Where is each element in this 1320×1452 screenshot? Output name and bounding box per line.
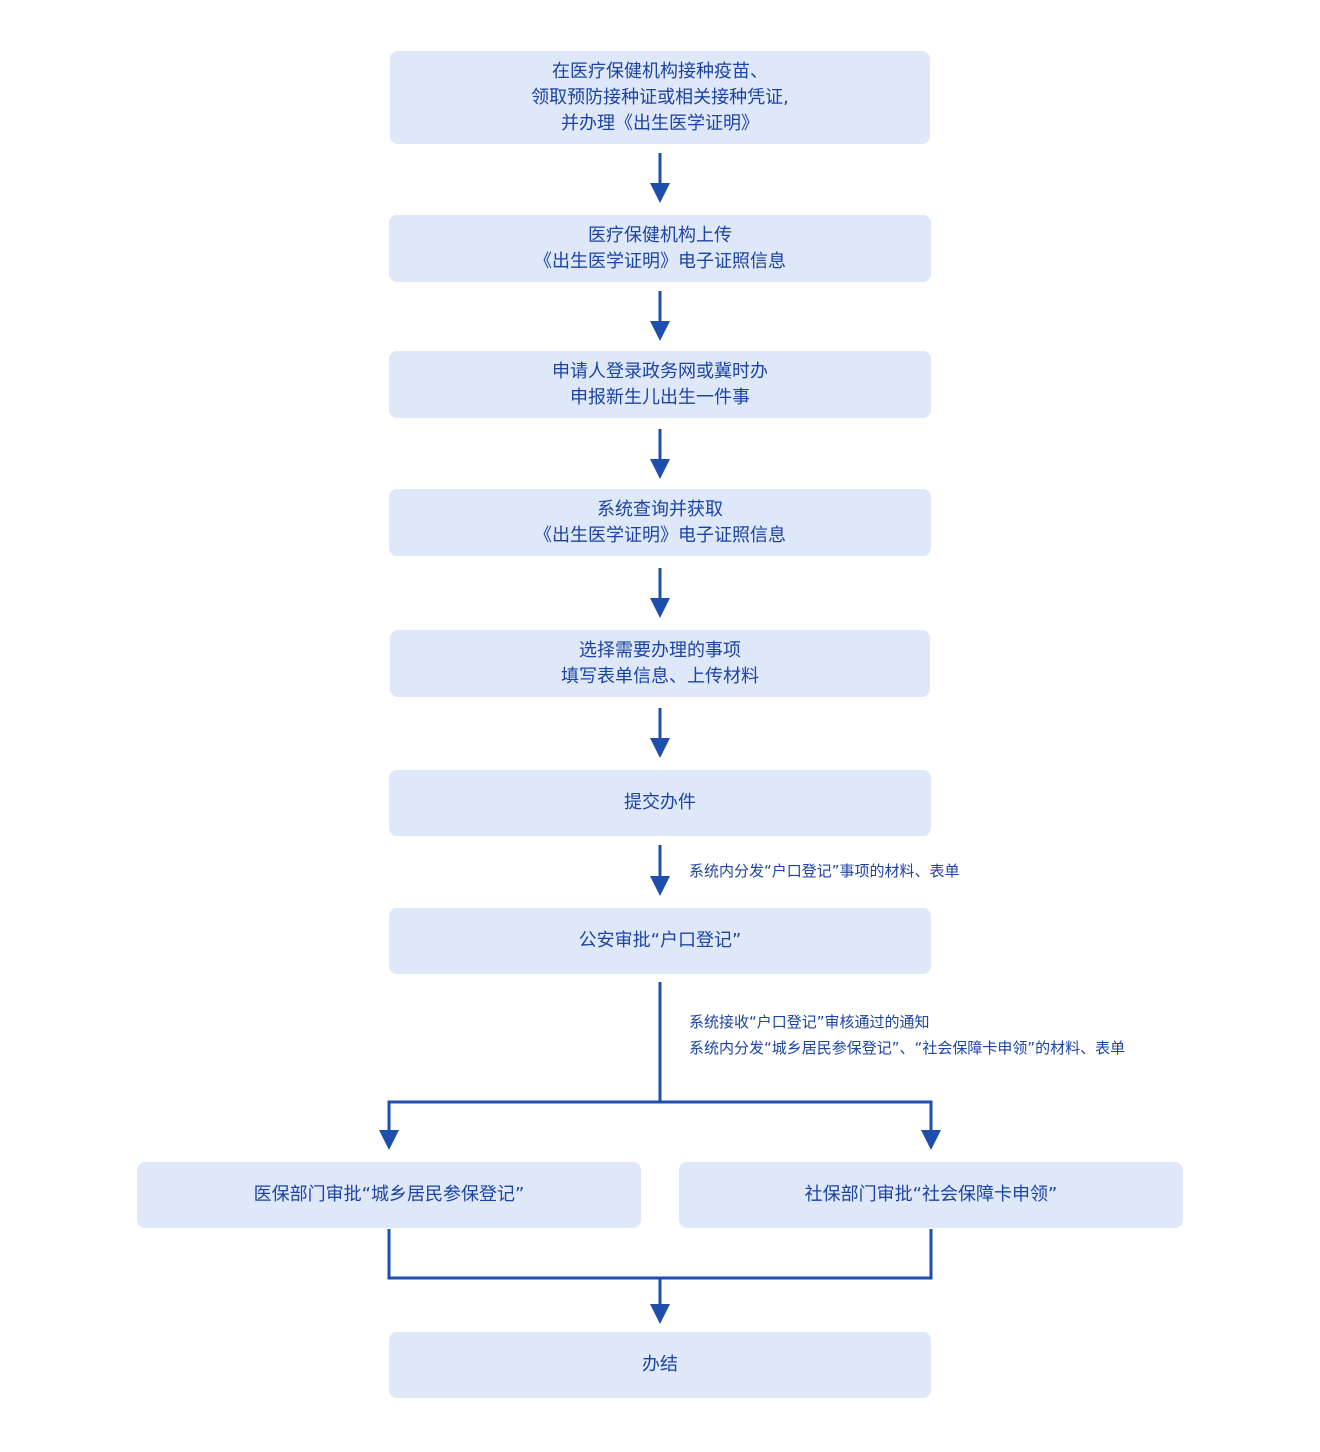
step-medical-line-1: 医保部门审批“城乡居民参保登记”: [253, 1184, 525, 1205]
step-upload-line-2: 《出生医学证明》电子证照信息: [534, 250, 786, 272]
step-applicant-login: 申请人登录政务网或冀时办 申报新生儿出生一件事: [389, 351, 931, 418]
arrowhead-merge-n10: [650, 1304, 670, 1324]
step-submit-line-1: 提交办件: [624, 792, 696, 813]
arrowhead-split-n9: [921, 1130, 941, 1150]
arrowhead-split-n8: [379, 1130, 399, 1150]
step-completed-line-1: 办结: [642, 1354, 678, 1375]
step-system-query: 系统查询并获取 《出生医学证明》电子证照信息: [389, 489, 931, 556]
step-vaccination-line-3: 并办理《出生医学证明》: [561, 112, 759, 134]
step-social-security-approval: 社保部门审批“社会保障卡申领”: [679, 1162, 1183, 1228]
step-social-line-1: 社保部门审批“社会保障卡申领”: [804, 1184, 1058, 1205]
arrowhead-n4-n5: [650, 598, 670, 618]
step-query-line-2: 《出生医学证明》电子证照信息: [534, 524, 786, 546]
step-vaccination-birth-certificate: 在医疗保健机构接种疫苗、 领取预防接种证或相关接种凭证, 并办理《出生医学证明》: [390, 51, 930, 144]
arrowhead-n2-n3: [650, 321, 670, 341]
step-query-line-1: 系统查询并获取: [597, 498, 723, 520]
arrowhead-n5-n6: [650, 738, 670, 758]
step-police-line-1: 公安审批“户口登记”: [578, 930, 742, 951]
split-bar: [387, 1100, 933, 1130]
edge-label-receive-line-1: 系统接收“户口登记”审核通过的通知: [689, 1013, 930, 1031]
step-medical-insurance-approval: 医保部门审批“城乡居民参保登记”: [137, 1162, 641, 1228]
edge-label-receive-and-distribute: 系统接收“户口登记”审核通过的通知 系统内分发“城乡居民参保登记”、“社会保障卡…: [689, 1009, 1125, 1061]
step-vaccination-line-2: 领取预防接种证或相关接种凭证,: [531, 86, 789, 108]
step-police-approval: 公安审批“户口登记”: [389, 908, 931, 974]
arrowhead-n1-n2: [650, 183, 670, 203]
edge-label-distribute-household-line-1: 系统内分发“户口登记”事项的材料、表单: [689, 862, 960, 880]
step-select-items-fill-form: 选择需要办理的事项 填写表单信息、上传材料: [390, 630, 930, 697]
arrowhead-n3-n4: [650, 459, 670, 479]
step-vaccination-line-1: 在医疗保健机构接种疫苗、: [552, 60, 768, 82]
step-submit: 提交办件: [389, 770, 931, 836]
edge-label-receive-line-2: 系统内分发“城乡居民参保登记”、“社会保障卡申领”的材料、表单: [689, 1039, 1126, 1057]
step-login-line-1: 申请人登录政务网或冀时办: [552, 360, 768, 382]
merge-bar: [387, 1229, 933, 1280]
step-completed: 办结: [389, 1332, 931, 1398]
arrowhead-n6-n7: [650, 876, 670, 896]
step-select-line-2: 填写表单信息、上传材料: [561, 665, 759, 687]
step-select-line-1: 选择需要办理的事项: [579, 639, 741, 661]
step-upload-line-1: 医疗保健机构上传: [588, 224, 732, 246]
edge-label-distribute-household: 系统内分发“户口登记”事项的材料、表单: [689, 858, 960, 884]
step-upload-certificate-info: 医疗保健机构上传 《出生医学证明》电子证照信息: [389, 215, 931, 282]
step-login-line-2: 申报新生儿出生一件事: [570, 386, 750, 408]
